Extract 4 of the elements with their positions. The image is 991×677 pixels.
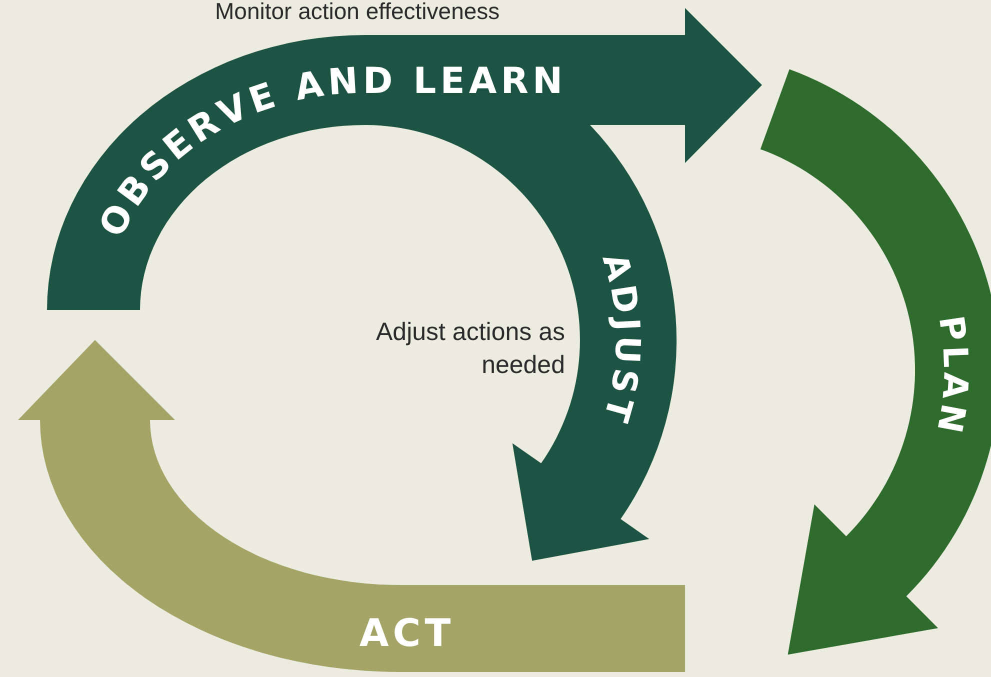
stage-label: ACT <box>359 611 455 655</box>
note-text: Adjust actions as needed <box>375 317 565 380</box>
note-text: Monitor action effectiveness <box>215 0 501 26</box>
curved-arrow-band <box>760 69 991 655</box>
